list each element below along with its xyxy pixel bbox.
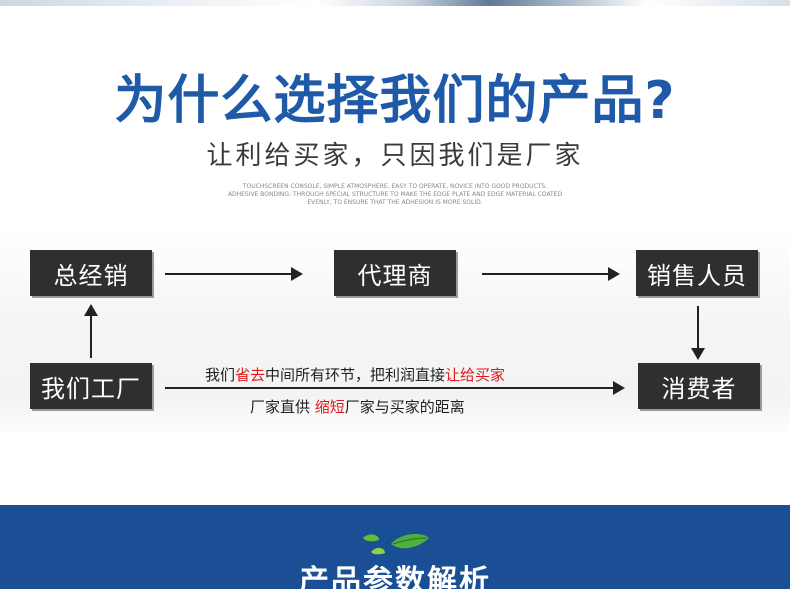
arrow-agent-to-sales [482,267,620,281]
english-line-1: TOUCHSCREEN CONSOLE, SIMPLE ATMOSPHERE, … [242,183,548,190]
english-line-2: ADHESIVE BONDING: THROUGH SPECIAL STRUCT… [227,191,563,198]
english-line-3: EVENLY, TO ENSURE THAT THE ADHESION IS M… [307,199,483,206]
node-sales-person: 销售人员 [636,250,758,296]
page-subheadline: 让利给买家，只因我们是厂家 [206,141,584,171]
arrow-distributor-to-agent [165,267,303,281]
note-1-highlight-save: 省去 [235,366,266,384]
note-2-highlight-shorten: 缩短 [314,398,345,416]
node-our-factory: 我们工厂 [30,363,152,409]
note-2-part-c: 厂家与买家的距离 [344,398,465,416]
page-headline: 为什么选择我们的产品? [114,71,676,131]
arrow-sales-to-consumer [691,306,705,360]
section-header-band [0,505,790,589]
note-line-1: 我们省去中间所有环节，把利润直接让给买家 [205,364,505,385]
top-banner-image [0,0,790,6]
note-2-part-a: 厂家直供 [250,398,315,416]
arrow-factory-to-consumer [165,381,625,395]
node-general-distributor: 总经销 [30,250,152,296]
note-1-highlight-give: 让给买家 [445,366,506,384]
node-consumer: 消费者 [638,363,760,409]
note-1-part-c: 中间所有环节，把利润直接 [265,366,446,384]
node-agent: 代理商 [334,250,456,296]
english-description: TOUCHSCREEN CONSOLE, SIMPLE ATMOSPHERE, … [195,183,595,207]
leaf-icon [363,534,429,555]
section-title: 产品参数解析 [299,564,491,599]
note-1-part-a: 我们 [205,366,236,384]
arrow-factory-to-distributor [84,304,98,358]
note-line-2: 厂家直供 缩短厂家与买家的距离 [250,396,465,417]
